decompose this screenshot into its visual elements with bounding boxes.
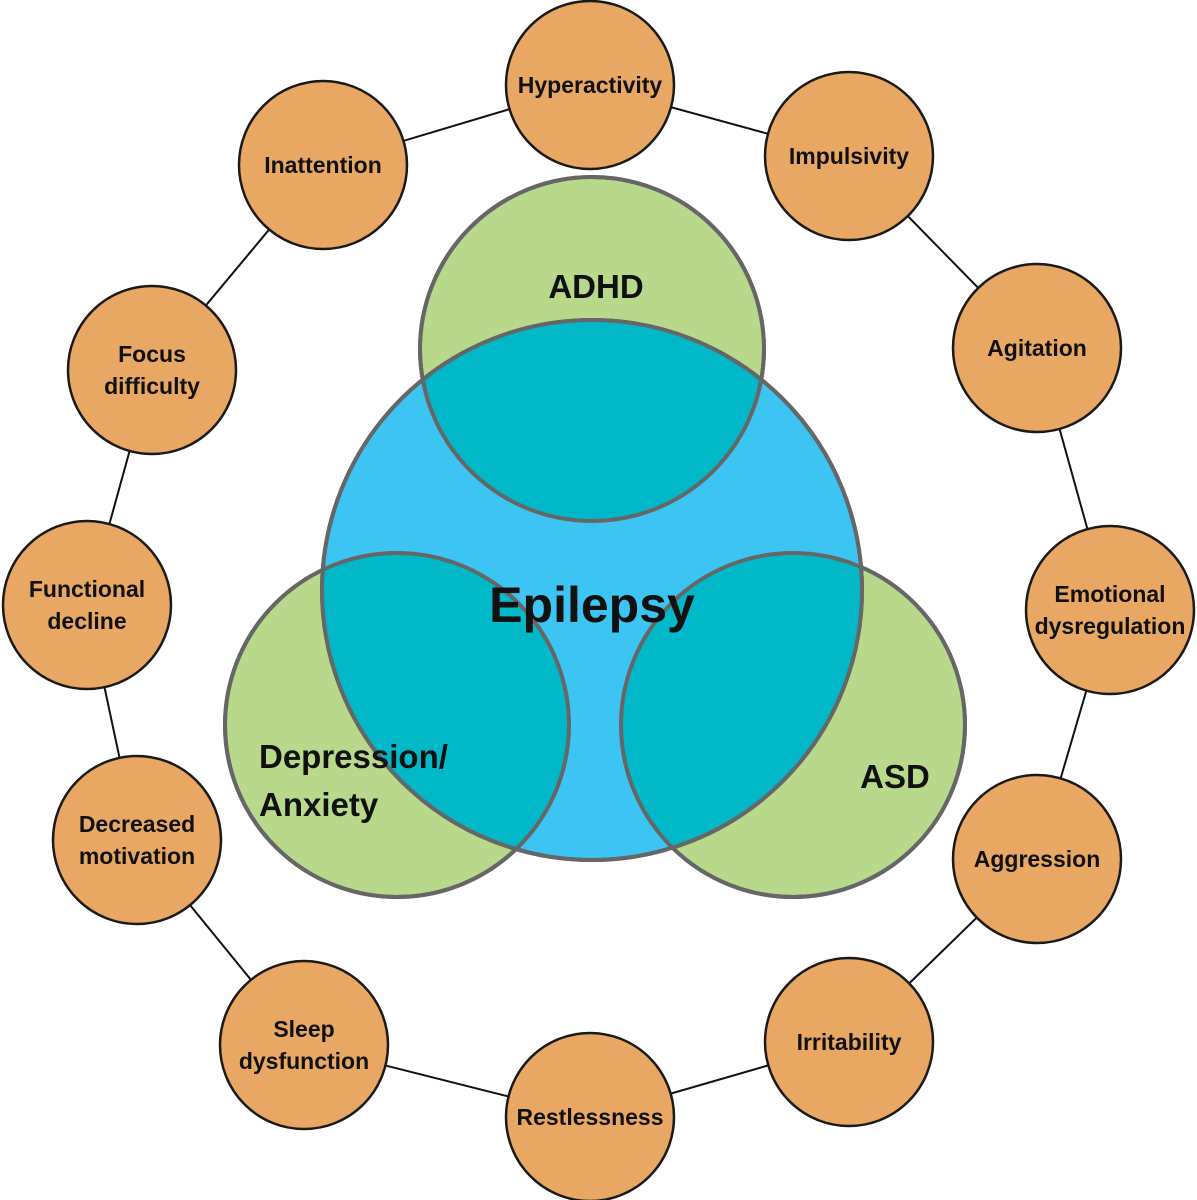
symptom-circle: [763, 70, 935, 242]
depression-epilepsy-overlap: [322, 553, 569, 860]
symptom-label: Inattention: [264, 152, 382, 178]
symptom-circle: [1, 519, 173, 691]
adhd-epilepsy-overlap: [420, 320, 764, 521]
symptom-label: Impulsivity: [789, 143, 909, 169]
symptom-node-impulsivity: Impulsivity: [763, 70, 935, 242]
overlap-regions: [322, 320, 862, 860]
symptom-label: Irritability: [797, 1029, 902, 1055]
symptom-circle: [951, 262, 1123, 434]
adhd-label: ADHD: [548, 268, 643, 305]
venn-outlines: [223, 175, 967, 899]
symptom-circle: [951, 773, 1123, 945]
symptom-label: Restlessness: [516, 1104, 663, 1130]
symptom-circle: [237, 79, 409, 251]
symptom-node-restlessness: Restlessness: [504, 1031, 676, 1200]
symptom-node-hyperactivity: Hyperactivity: [504, 0, 676, 171]
symptom-circle: [504, 0, 676, 171]
symptom-circle: [763, 956, 935, 1128]
symptom-circle: [218, 959, 390, 1131]
asd-label: ASD: [860, 758, 930, 795]
symptom-label: Aggression: [974, 846, 1101, 872]
symptom-label: Hyperactivity: [518, 72, 663, 98]
symptom-node-aggression: Aggression: [951, 773, 1123, 945]
symptom-circle: [51, 754, 223, 926]
symptom-circle: [1024, 524, 1196, 696]
symptom-label: Agitation: [987, 335, 1087, 361]
symptom-circle: [504, 1031, 676, 1200]
symptom-node-inattention: Inattention: [237, 79, 409, 251]
symptom-node-irritability: Irritability: [763, 956, 935, 1128]
symptom-circle: [66, 284, 238, 456]
symptom-node-agitation: Agitation: [951, 262, 1123, 434]
depression-anxiety-label: Depression/ Anxiety: [259, 738, 457, 823]
epilepsy-label: Epilepsy: [489, 577, 695, 633]
asd-epilepsy-overlap: [621, 553, 862, 860]
